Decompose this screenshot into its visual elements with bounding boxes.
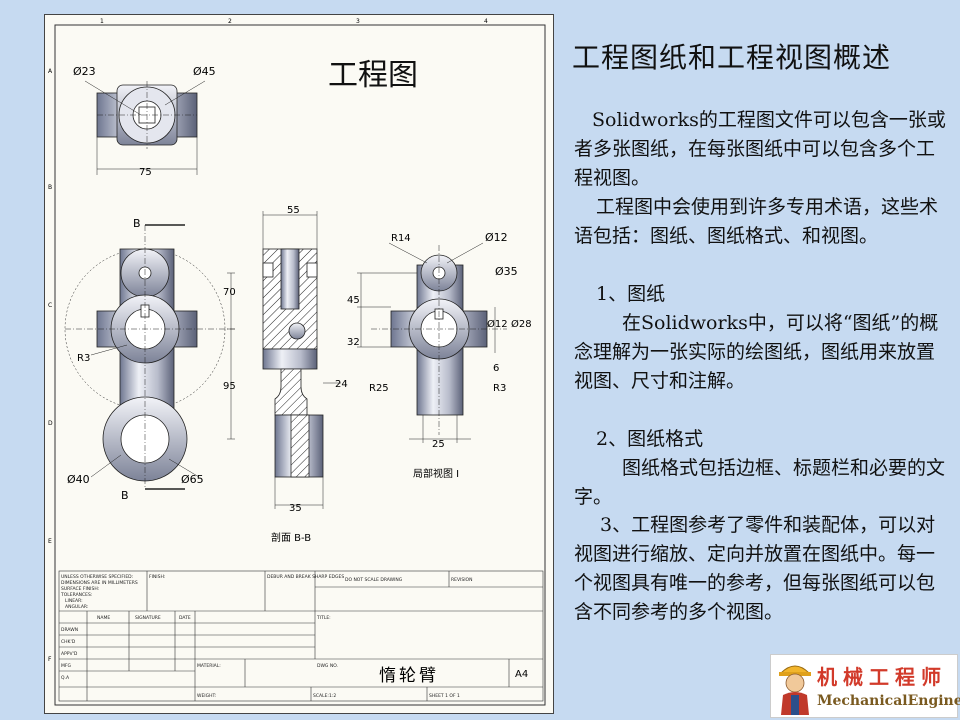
tb-signature-header: SIGNATURE (135, 615, 161, 621)
paragraph-5: 3、工程图参考了零件和装配体，可以对视图进行缩放、定向并放置在图纸中。每一个视图… (574, 514, 936, 623)
tb-dimensions: DIMENSIONS ARE IN MILLIMETERS (61, 580, 138, 586)
zone-a: A (48, 68, 53, 75)
tb-material: MATERIAL: (197, 663, 221, 669)
tb-deburr: DEBUR AND BREAK SHARP EDGES (267, 574, 344, 580)
title-block (58, 570, 544, 702)
zone-3: 3 (356, 18, 360, 25)
tb-no-scale: DO NOT SCALE DRAWING (345, 577, 403, 583)
dim-70: 70 (223, 287, 236, 298)
tb-sheet-no: SHEET 1 OF 1 (429, 693, 460, 699)
zone-1: 1 (100, 18, 104, 25)
zone-d: D (48, 420, 53, 427)
tb-title-label: TITLE: (316, 615, 331, 621)
dim-d12-side: Ø12 (487, 318, 508, 330)
dim-25: 25 (432, 439, 445, 450)
dim-r3-detail: R3 (493, 383, 506, 394)
logo-chinese-name: 机械工程师 (817, 665, 947, 689)
zone-c: C (48, 302, 52, 309)
slide-heading: 工程图纸和工程视图概述 (572, 41, 892, 74)
dim-d12-top: Ø12 (485, 231, 508, 244)
drawing-sheet: 1 2 3 4 A B C D E F 工程图 Ø23 Ø45 75 (44, 14, 554, 714)
tb-part-name: 惰轮臂 (379, 666, 439, 686)
section-view (262, 211, 341, 509)
tb-dwg-no: DWG NO. (317, 663, 338, 669)
brand-logo: 机械工程师 MechanicalEngineers (770, 654, 960, 718)
dim-r14: R14 (391, 233, 411, 244)
dim-d35: Ø35 (495, 265, 518, 278)
section-heading-2: 2、图纸格式 (596, 428, 704, 450)
dim-24: 24 (335, 379, 348, 390)
dim-95: 95 (223, 381, 236, 392)
section-label: 剖面 B-B (271, 531, 311, 544)
sheet-title: 工程图 (328, 58, 418, 93)
zone-b: B (48, 184, 52, 191)
dim-r25: R25 (369, 383, 389, 394)
tb-appvd: APPV'D (61, 651, 78, 657)
inner-border (54, 24, 546, 706)
tb-chkd: CHK'D (61, 639, 76, 645)
tb-drawn: DRAWN (61, 627, 78, 633)
paragraph-1: Solidworks的工程图文件可以包含一张或者多张图纸，在每张图纸中可以包含多… (574, 109, 946, 189)
logo-english-name: MechanicalEngineers (817, 693, 960, 709)
front-view (64, 224, 235, 490)
zone-4: 4 (484, 18, 488, 25)
section-heading-1: 1、图纸 (596, 283, 666, 305)
dim-6: 6 (493, 363, 499, 374)
section-mark-b-top: B (133, 217, 141, 230)
tb-size: A4 (515, 669, 528, 680)
dim-45: 45 (347, 295, 360, 306)
dim-d45: Ø45 (193, 65, 216, 78)
tb-unless: UNLESS OTHERWISE SPECIFIED: (61, 574, 133, 580)
section-mark-b-bottom: B (121, 489, 129, 502)
dim-d65: Ø65 (181, 473, 204, 486)
dim-35: 35 (289, 503, 302, 514)
dim-32: 32 (347, 337, 360, 348)
tb-mfg: MFG (61, 663, 71, 669)
tb-finish: FINISH: (149, 574, 165, 580)
tb-weight: WEIGHT: (197, 693, 216, 699)
engineer-mascot-icon (779, 665, 811, 715)
paragraph-2: 工程图中会使用到许多专用术语，这些术语包括：图纸、图纸格式、和视图。 (574, 196, 939, 247)
paragraph-3: 在Solidworks中，可以将“图纸”的概念理解为一张实际的绘图纸，图纸用来放… (574, 312, 939, 392)
dim-55: 55 (287, 205, 300, 216)
zone-2: 2 (228, 18, 232, 25)
tb-tolerances: TOLERANCES: (60, 592, 92, 598)
detail-label: 局部视图 I (413, 467, 459, 480)
dim-d40: Ø40 (67, 473, 90, 486)
dim-75: 75 (139, 167, 152, 178)
dim-r3: R3 (77, 353, 90, 364)
top-view (84, 80, 206, 175)
engineering-drawing: 1 2 3 4 A B C D E F 工程图 Ø23 Ø45 75 (48, 18, 546, 706)
zone-f: F (48, 656, 52, 663)
tb-name-header: NAME (97, 615, 110, 621)
tb-revision: REVISION (451, 577, 472, 583)
title-block-text: UNLESS OTHERWISE SPECIFIED: DIMENSIONS A… (60, 574, 472, 699)
tb-surface: SURFACE FINISH: (61, 586, 99, 592)
tb-scale: SCALE:1:2 (313, 693, 336, 699)
paragraph-4: 图纸格式包括边框、标题栏和必要的文字。 (574, 457, 946, 508)
tb-qa: Q.A (61, 675, 70, 681)
dim-d28: Ø28 (511, 318, 532, 330)
tb-date-header: DATE (179, 615, 191, 621)
detail-view (357, 242, 507, 443)
tb-angular: ANGULAR: (65, 604, 88, 610)
dim-d23: Ø23 (73, 65, 96, 78)
zone-e: E (48, 538, 52, 545)
tb-linear: LINEAR: (65, 598, 83, 604)
